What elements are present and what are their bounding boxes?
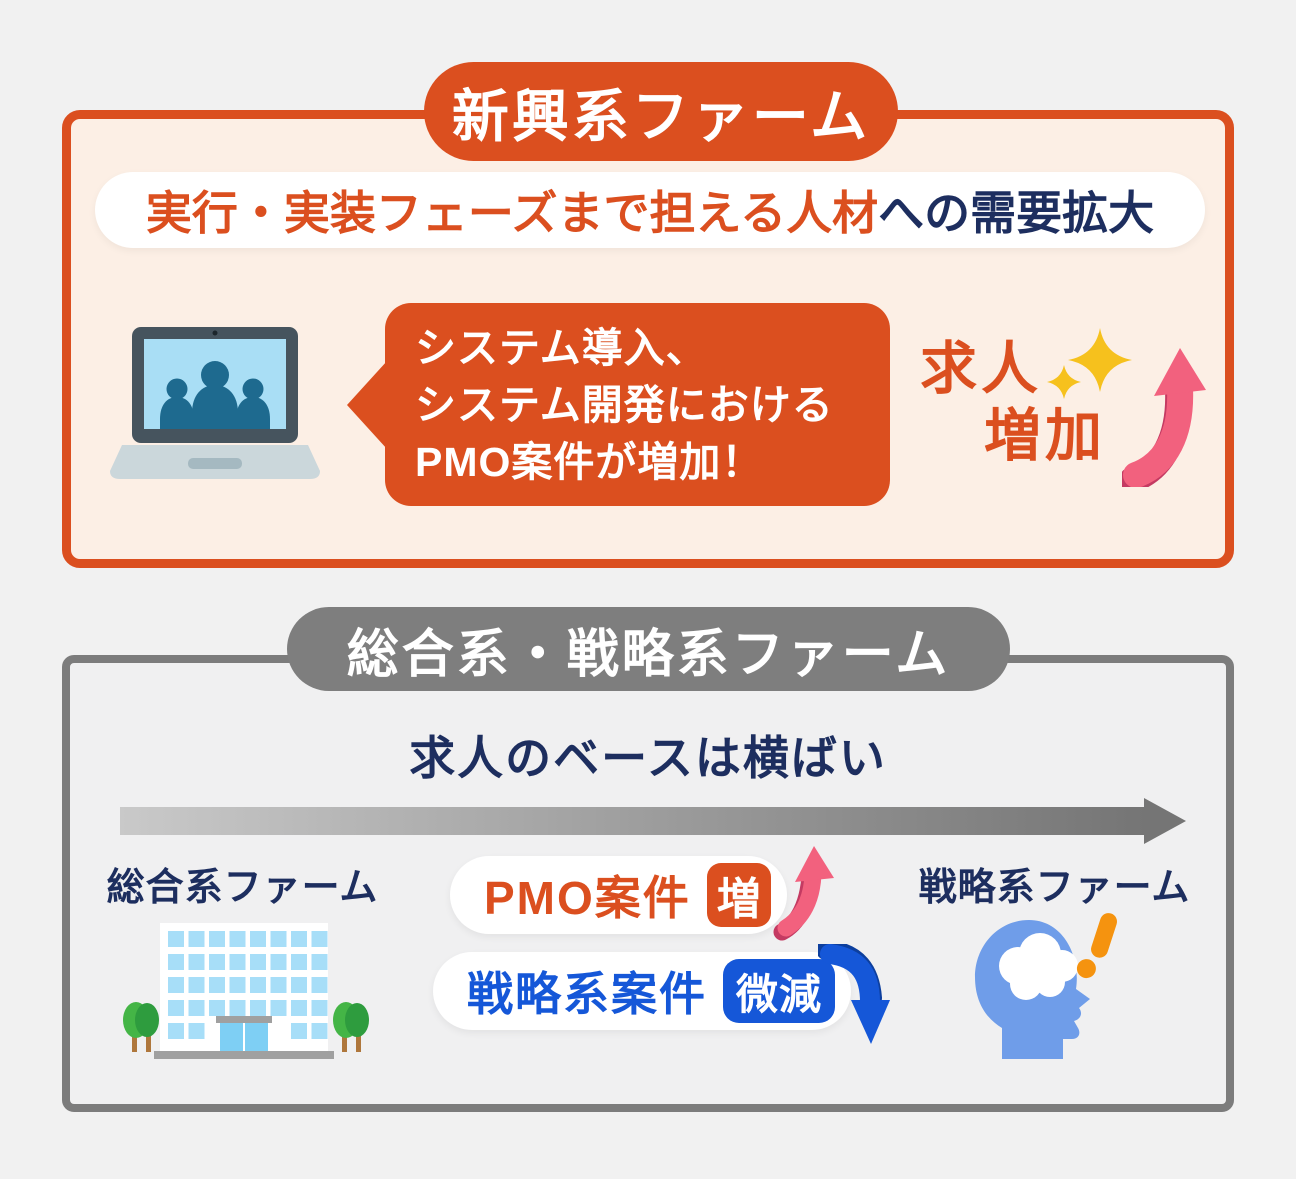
laptop-video-meeting-icon [110, 327, 320, 479]
jobs-up-arrow-icon [1122, 348, 1206, 487]
pmo-up-arrow-icon [773, 846, 834, 941]
jobs-line-1: 求人 [920, 337, 1042, 401]
bubble-line-1: システム導入、 [415, 325, 708, 371]
bubble-line-3: PMO案件が増加！ [415, 439, 764, 485]
baseline-statement: 求人のベースは横ばい [409, 732, 887, 784]
jobs-increase-text: 求人 増加 [920, 336, 1106, 470]
tree-icon [123, 1002, 369, 1052]
demand-highlight-text: 実行・実装フェーズまで担える人材 [145, 187, 879, 239]
strategy-label: 戦略系案件 [467, 968, 707, 1020]
pmo-increase-badge: 増 [706, 863, 771, 927]
pmo-label: PMO案件 [484, 872, 691, 924]
jobs-line-2: 増加 [984, 404, 1106, 468]
established-firms-title: 総合系・戦略系ファーム [287, 607, 1010, 691]
demand-rest-text: への需要拡大 [878, 187, 1155, 239]
exclamation-icon [1076, 913, 1118, 979]
brain-shape [999, 933, 1078, 1000]
office-building-icon [123, 923, 369, 1059]
strategy-firm-label: 戦略系ファーム [918, 867, 1191, 909]
head-with-brain-icon [975, 913, 1118, 1059]
comprehensive-firm-label: 総合系ファーム [106, 867, 379, 909]
speech-bubble: システム導入、 システム開発における PMO案件が増加！ [385, 303, 890, 506]
sparkle-icon [1047, 328, 1132, 399]
emerging-firms-title: 新興系ファーム [424, 62, 898, 161]
arrow-shaft [120, 807, 1146, 835]
pmo-cases-pill: PMO案件 増 [450, 856, 787, 934]
strategy-decrease-badge: 微減 [723, 959, 836, 1023]
strategy-down-arrow-icon [818, 944, 890, 1044]
gray-right-gradient-arrow [120, 797, 1186, 845]
bubble-line-2: システム開発における [415, 382, 834, 428]
strategy-cases-pill: 戦略系案件 微減 [433, 952, 852, 1030]
demand-statement-pill: 実行・実装フェーズまで担える人材への需要拡大 [95, 172, 1205, 248]
arrow-head [1144, 798, 1186, 844]
